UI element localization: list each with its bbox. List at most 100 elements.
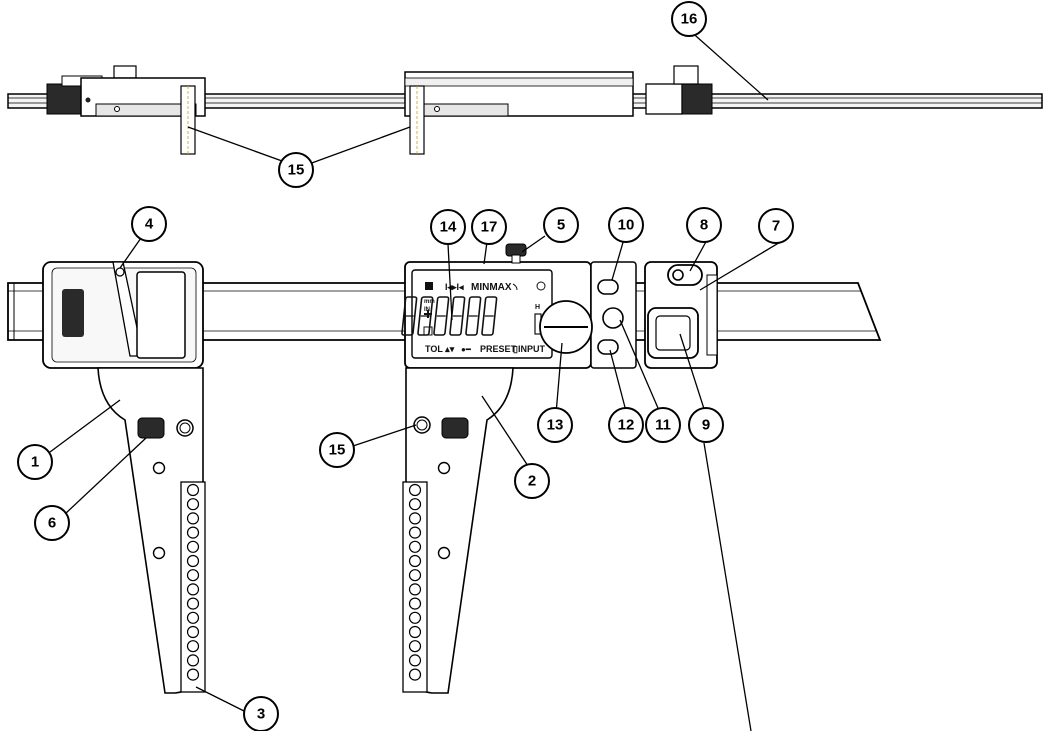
callout-3: 3 <box>243 696 279 732</box>
strip-hole-left <box>186 654 200 667</box>
callout-13: 13 <box>537 407 573 443</box>
lcd-digit-segment <box>417 296 434 336</box>
lcd-top-icons: I◂▸I◂ <box>445 282 464 292</box>
strip-hole-left <box>186 569 200 582</box>
callout-7: 7 <box>758 208 794 244</box>
callout-5: 5 <box>543 207 579 243</box>
top-right-sleeve <box>645 83 683 115</box>
callout-10: 10 <box>608 207 644 243</box>
strip-hole-center <box>408 526 422 539</box>
top-left-knob <box>113 65 137 79</box>
callout-8: 8 <box>686 207 722 243</box>
lcd-input: ▯INPUT <box>513 344 545 354</box>
lcd-hold: H <box>535 304 540 311</box>
callout-15-side: 15 <box>319 432 355 468</box>
svg-text:13: 13 <box>547 417 564 434</box>
lcd-digit-segment <box>401 296 418 336</box>
lcd-tol: TOL ▴▾ <box>425 344 455 354</box>
svg-text:9: 9 <box>702 417 710 434</box>
callout-15-top: 15 <box>278 152 314 188</box>
strip-hole-center <box>408 668 422 681</box>
mode-button-top[interactable] <box>597 279 619 295</box>
lcd-preset: PRESET <box>480 344 517 354</box>
callout-17: 17 <box>471 209 507 245</box>
clamp-button-center[interactable] <box>441 417 469 439</box>
callout-6: 6 <box>34 505 70 541</box>
lcd-key: ●━ <box>461 345 472 354</box>
callout-12: 12 <box>608 407 644 443</box>
jaw-hole-center-1 <box>437 461 451 475</box>
strip-hole-center <box>408 597 422 610</box>
top-right-knob <box>673 65 699 85</box>
center-slider: I◂▸I◂ MINMAX H mm IN TOL ▴▾ ●━ PRESET ▯I… <box>401 243 637 694</box>
top-right-knurl <box>681 83 713 115</box>
left-knurl <box>62 289 84 337</box>
svg-text:10: 10 <box>618 217 635 234</box>
callout-1: 1 <box>17 444 53 480</box>
lcd-unit-mm: mm <box>424 299 435 305</box>
strip-hole-left <box>186 554 200 568</box>
callout-2: 2 <box>514 463 550 499</box>
svg-text:14: 14 <box>440 219 457 236</box>
svg-text:4: 4 <box>145 216 154 233</box>
callout-9: 9 <box>688 407 724 443</box>
svg-text:8: 8 <box>700 217 708 234</box>
strip-hole-center <box>408 512 422 525</box>
svg-text:17: 17 <box>481 219 498 236</box>
strip-hole-center <box>408 640 422 653</box>
svg-text:2: 2 <box>528 473 536 490</box>
clamp-button-left[interactable] <box>137 417 165 439</box>
leader-lines <box>49 28 788 732</box>
jaw-hole-left-1 <box>152 461 166 475</box>
left-slider-plate <box>136 271 186 359</box>
strip-hole-left <box>186 583 200 596</box>
jaw-hole-left-2 <box>152 546 166 560</box>
right-slider-end <box>706 274 718 356</box>
svg-text:7: 7 <box>772 218 780 235</box>
strip-hole-center <box>408 540 422 553</box>
left-slider <box>42 261 206 694</box>
zero-button[interactable] <box>602 307 624 329</box>
svg-text:6: 6 <box>48 515 56 532</box>
callout-16: 16 <box>671 1 707 37</box>
svg-text:3: 3 <box>257 706 265 723</box>
mode-button-bottom[interactable] <box>597 339 619 355</box>
jaw-hole-center-2 <box>437 546 451 560</box>
lcd-digit-segment <box>465 296 482 336</box>
right-slider <box>644 261 718 369</box>
fine-adjust-screw[interactable] <box>505 243 527 257</box>
svg-text:1: 1 <box>31 454 39 471</box>
svg-text:12: 12 <box>618 417 635 434</box>
strip-hole-center <box>408 654 422 667</box>
lcd-digit-segment <box>433 296 450 336</box>
strip-hole-center <box>408 583 422 596</box>
strip-hole-left <box>186 611 200 624</box>
strip-hole-center <box>408 569 422 582</box>
strip-hole-center <box>408 498 422 511</box>
strip-hole-left <box>186 640 200 653</box>
svg-text:5: 5 <box>557 217 565 234</box>
lcd-digit-segment <box>481 296 498 336</box>
strip-hole-left <box>186 540 200 553</box>
callouts: 1 2 3 4 5 6 7 8 9 10 11 12 13 14 15 15 1… <box>17 1 794 732</box>
strip-hole-left <box>186 597 200 610</box>
strip-hole-left <box>186 512 200 525</box>
lcd-content: I◂▸I◂ MINMAX H mm IN TOL ▴▾ ●━ PRESET ▯I… <box>401 281 546 354</box>
lcd-minmax: MINMAX <box>471 282 512 293</box>
strip-hole-center <box>408 554 422 568</box>
strip-hole-center <box>408 483 422 497</box>
svg-text:16: 16 <box>681 11 698 28</box>
strip-hole-left <box>186 625 200 639</box>
svg-text:15: 15 <box>288 162 305 179</box>
callout-14: 14 <box>430 209 466 245</box>
strip-hole-left <box>186 498 200 511</box>
strip-hole-center <box>408 625 422 639</box>
top-view <box>7 65 1043 155</box>
strip-hole-center <box>408 611 422 624</box>
svg-text:15: 15 <box>329 442 346 459</box>
strip-hole-left <box>186 668 200 681</box>
strip-hole-left <box>186 483 200 497</box>
strip-hole-left <box>186 526 200 539</box>
